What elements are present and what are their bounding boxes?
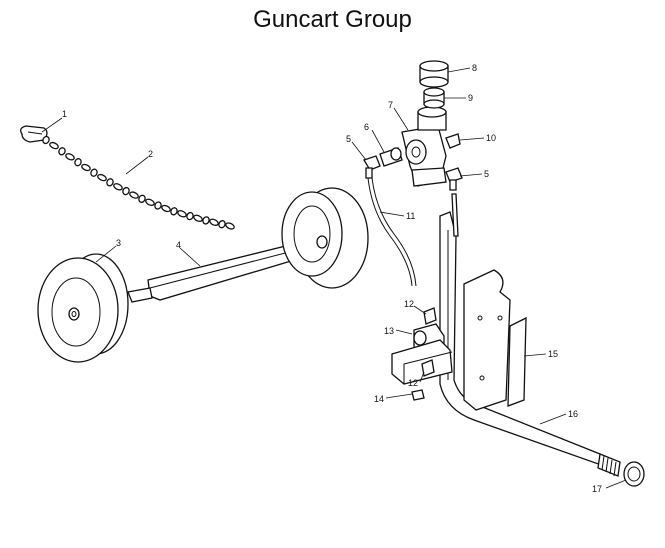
callout-2: 2: [148, 149, 153, 159]
leader-lines: [41, 67, 627, 489]
part-elbow-5-left: [363, 155, 381, 179]
chain-link: [106, 178, 114, 187]
chain-link: [202, 216, 210, 225]
part-fitting-10: [445, 133, 461, 149]
chain-link: [170, 207, 178, 216]
part-elbow-12-lower: [421, 359, 435, 377]
part-hose: [367, 177, 417, 287]
callout-16: 16: [568, 409, 578, 419]
part-elbow-5-right: [445, 167, 463, 191]
chain-link: [209, 218, 219, 226]
part-wheel-left: [37, 253, 129, 363]
chain-link: [97, 173, 107, 182]
part-gun-tube: [439, 193, 621, 477]
callout-1: 1: [62, 109, 67, 119]
chain-link: [145, 198, 155, 206]
callout-11: 11: [406, 211, 415, 221]
chain-link: [161, 204, 171, 213]
part-cap: [419, 60, 449, 88]
chain-link: [177, 210, 187, 218]
callout-8: 8: [472, 63, 477, 73]
chain-link: [154, 201, 162, 210]
callout-13: 13: [384, 326, 394, 336]
chain-link: [122, 186, 130, 196]
part-chain: [42, 135, 235, 230]
chain-link: [42, 135, 50, 145]
part-elbow-12-upper: [423, 307, 437, 325]
part-plug: [411, 389, 425, 401]
callout-12-upper: 12: [404, 299, 414, 309]
part-tee-block: [391, 323, 453, 385]
chain-link: [113, 183, 123, 191]
chain-link: [49, 141, 59, 150]
part-end-cap: [623, 461, 645, 487]
part-valve-body: [401, 106, 447, 187]
callout-7: 7: [388, 100, 393, 110]
part-wheel-right: [281, 187, 369, 289]
chain-link: [138, 194, 146, 203]
chain-link: [193, 214, 203, 222]
diagram-title: Guncart Group: [253, 6, 412, 33]
callout-4: 4: [176, 240, 181, 250]
part-fitting-6: [379, 147, 403, 167]
part-bracket: [463, 269, 527, 411]
callout-9: 9: [468, 93, 473, 103]
callout-6: 6: [364, 122, 369, 132]
chain-link: [74, 158, 82, 167]
callouts: 1 2 3 4 5 5 6 7 8 9 10 11 12 12 13 14 15…: [62, 63, 602, 494]
chain-link: [225, 222, 235, 230]
chain-link: [81, 163, 91, 172]
callout-12-lower: 12: [408, 378, 418, 388]
callout-3: 3: [116, 238, 121, 248]
callout-15: 15: [548, 349, 558, 359]
callout-17: 17: [592, 484, 602, 494]
callout-10: 10: [486, 133, 496, 143]
callout-5-right: 5: [484, 169, 489, 179]
callout-14: 14: [374, 394, 384, 404]
chain-link: [58, 147, 66, 156]
callout-5-left: 5: [346, 134, 351, 144]
chain-link: [186, 211, 194, 221]
chain-link: [65, 153, 75, 161]
chain-link: [218, 220, 226, 229]
chain-link: [129, 191, 139, 199]
part-hook: [20, 125, 48, 143]
chain-link: [90, 168, 98, 177]
part-nut: [423, 87, 445, 109]
